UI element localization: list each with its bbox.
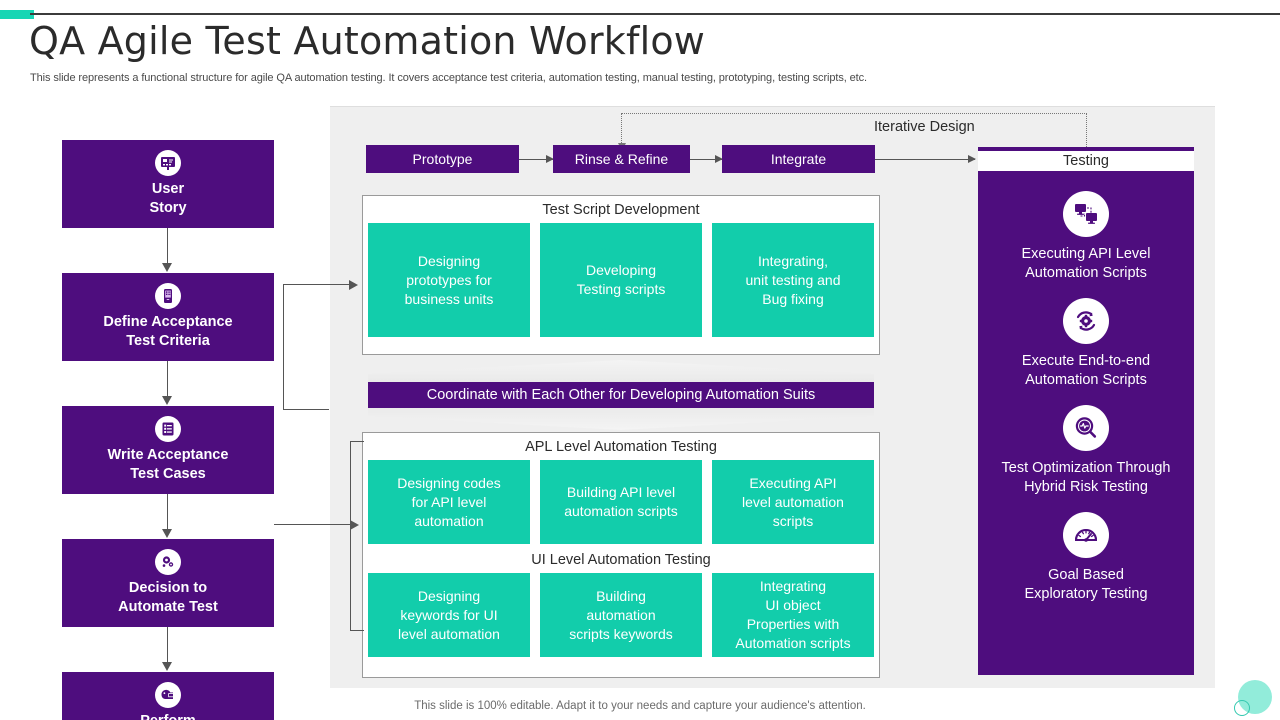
testing-title-label: Testing xyxy=(1063,153,1109,169)
flow-step-write-acceptance-test-cases[interactable]: Write Acceptance Test Cases xyxy=(62,406,274,494)
checklist-device-icon xyxy=(155,283,181,309)
testing-item-label: Executing API Level Automation Scripts xyxy=(1021,246,1151,281)
flow-connector xyxy=(62,228,274,273)
gear-refresh-icon xyxy=(1063,298,1109,344)
speedometer-icon xyxy=(1063,512,1109,558)
card-designing-keywords-ui[interactable]: Designing keywords for UI level automati… xyxy=(368,573,530,657)
footer-note: This slide is 100% editable. Adapt it to… xyxy=(414,700,866,712)
testing-item-goal-based-exploratory[interactable]: Goal Based Exploratory Testing xyxy=(978,512,1194,604)
testing-item-execute-end-to-end[interactable]: Execute End-to-end Automation Scripts xyxy=(978,298,1194,390)
flow-step-label: Write Acceptance Test Cases xyxy=(107,447,229,482)
process-step-integrate[interactable]: Integrate xyxy=(722,145,875,173)
group-test-script-development: Test Script Development Designing protot… xyxy=(362,195,880,355)
presentation-board-icon xyxy=(155,150,181,176)
process-arrow-2 xyxy=(690,153,723,165)
card-developing-testing-scripts[interactable]: Developing Testing scripts xyxy=(540,223,702,337)
flow-step-label: Define Acceptance Test Criteria xyxy=(103,314,233,349)
gears-icon xyxy=(155,549,181,575)
iterative-loop-source xyxy=(1086,113,1087,147)
flow-step-label: Perform Manual Testing xyxy=(68,712,268,720)
flow-connector xyxy=(62,627,274,672)
flow-connector xyxy=(62,494,274,539)
process-step-label: Integrate xyxy=(770,151,827,167)
left-flow-column: User Story Define Acceptance Test Criter… xyxy=(62,140,274,720)
testing-panel: Executing API Level Automation Scripts E… xyxy=(978,171,1194,675)
testing-item-label: Test Optimization Through Hybrid Risk Te… xyxy=(1001,460,1171,495)
card-integrating-ui-object[interactable]: Integrating UI object Properties with Au… xyxy=(712,573,874,657)
panel-top-divider xyxy=(330,106,1215,107)
group-cards: Designing keywords for UI level automati… xyxy=(363,573,879,663)
iterative-loop-line xyxy=(622,113,1087,114)
accent-bar xyxy=(0,10,34,19)
group-title: Test Script Development xyxy=(542,202,700,218)
flow-step-label: User Story xyxy=(149,181,187,216)
flow-step-define-acceptance-test-criteria[interactable]: Define Acceptance Test Criteria xyxy=(62,273,274,361)
testing-item-executing-api-level[interactable]: Executing API Level Automation Scripts xyxy=(978,191,1194,283)
flow-step-perform-manual-testing[interactable]: Perform Manual Testing xyxy=(62,672,274,720)
manual-testing-icon xyxy=(155,682,181,708)
network-screens-icon xyxy=(1063,191,1109,237)
card-integrating-unit-testing[interactable]: Integrating, unit testing and Bug fixing xyxy=(712,223,874,337)
process-step-label: Prototype xyxy=(412,151,473,167)
page-title: QA Agile Test Automation Workflow xyxy=(29,19,706,63)
decorative-ring xyxy=(1234,700,1250,716)
iterative-loop-arrow xyxy=(617,113,626,151)
group-title: UI Level Automation Testing xyxy=(531,552,711,568)
magnifier-pulse-icon xyxy=(1063,405,1109,451)
process-step-label: Rinse & Refine xyxy=(574,151,669,167)
group-cards: Designing prototypes for business units … xyxy=(363,223,879,343)
group-title: APL Level Automation Testing xyxy=(525,439,717,455)
card-designing-prototypes[interactable]: Designing prototypes for business units xyxy=(368,223,530,337)
group-cards: Designing codes for API level automation… xyxy=(363,460,879,550)
card-building-automation-keywords[interactable]: Building automation scripts keywords xyxy=(540,573,702,657)
group-automation-testing: APL Level Automation Testing Designing c… xyxy=(362,432,880,678)
iterative-design-label: Iterative Design xyxy=(874,119,975,135)
process-step-prototype[interactable]: Prototype xyxy=(366,145,519,173)
flow-connector xyxy=(62,361,274,406)
testing-item-label: Execute End-to-end Automation Scripts xyxy=(1021,353,1151,388)
coordinate-banner[interactable]: Coordinate with Each Other for Developin… xyxy=(368,382,874,408)
testing-item-label: Goal Based Exploratory Testing xyxy=(1024,567,1148,602)
clipboard-list-icon xyxy=(155,416,181,442)
card-executing-api-scripts[interactable]: Executing API level automation scripts xyxy=(712,460,874,544)
testing-item-test-optimization[interactable]: Test Optimization Through Hybrid Risk Te… xyxy=(978,405,1194,497)
header-divider xyxy=(30,13,1280,15)
coordinate-banner-label: Coordinate with Each Other for Developin… xyxy=(426,387,816,403)
process-step-rinse-refine[interactable]: Rinse & Refine xyxy=(553,145,690,173)
page-subtitle: This slide represents a functional struc… xyxy=(30,72,867,84)
card-building-api-scripts[interactable]: Building API level automation scripts xyxy=(540,460,702,544)
testing-panel-title: Testing xyxy=(978,147,1194,171)
card-designing-codes-api[interactable]: Designing codes for API level automation xyxy=(368,460,530,544)
flow-step-decision-to-automate-test[interactable]: Decision to Automate Test xyxy=(62,539,274,627)
process-arrow-1 xyxy=(519,153,554,165)
flow-step-user-story[interactable]: User Story xyxy=(62,140,274,228)
process-arrow-3 xyxy=(875,153,976,165)
flow-step-label: Decision to Automate Test xyxy=(118,580,218,615)
